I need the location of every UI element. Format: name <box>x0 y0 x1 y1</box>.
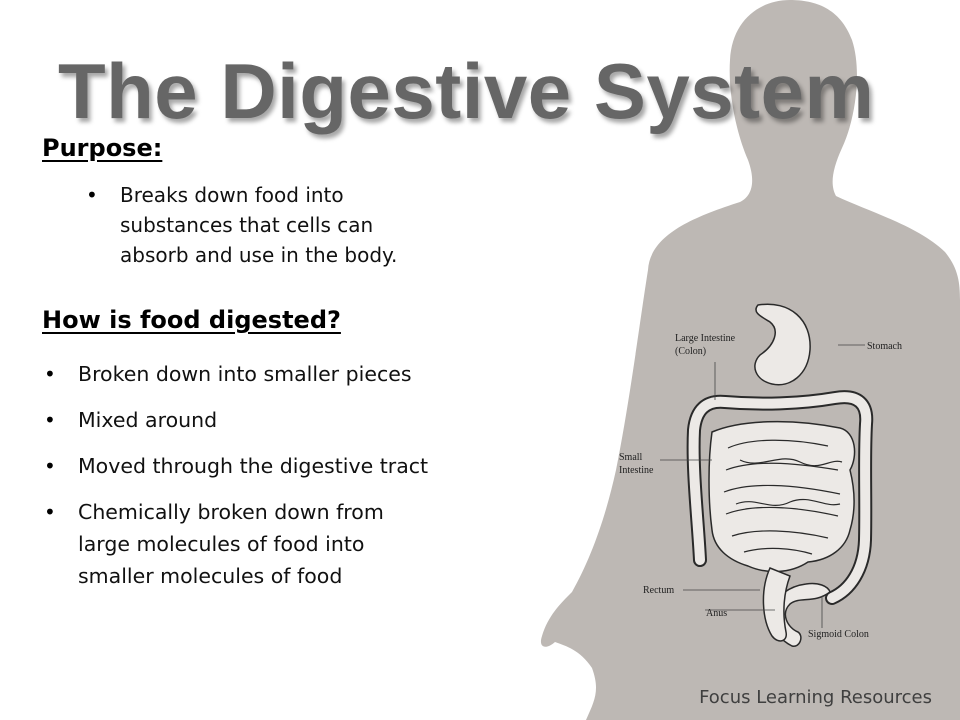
list-item: Chemically broken down from large molecu… <box>44 496 528 592</box>
label-anus: Anus <box>706 608 727 619</box>
how-digested-heading: How is food digested? <box>42 306 341 334</box>
diagram-leader-lines <box>660 344 865 628</box>
body-silhouette <box>540 0 960 720</box>
label-intestine: Intestine <box>619 465 654 476</box>
purpose-list: Breaks down food into substances that ce… <box>86 180 480 270</box>
label-colon: (Colon) <box>675 346 706 357</box>
label-rectum: Rectum <box>643 585 674 596</box>
purpose-heading: Purpose: <box>42 134 163 162</box>
list-item: Broken down into smaller pieces <box>44 358 528 390</box>
list-item: Mixed around <box>44 404 528 436</box>
large-intestine-inner <box>688 392 872 603</box>
list-item: Moved through the digestive tract <box>44 450 528 482</box>
small-intestine-shape <box>708 420 856 573</box>
small-intestine-folds <box>723 439 843 555</box>
rectum-shape <box>762 567 791 642</box>
slide-title: The Digestive System <box>58 47 875 135</box>
label-small: Small <box>619 452 643 463</box>
how-digested-list: Broken down into smaller pieces Mixed ar… <box>44 358 528 606</box>
stomach-shape <box>754 303 811 386</box>
list-item: Breaks down food into substances that ce… <box>86 180 480 270</box>
credit-watermark: Focus Learning Resources <box>699 687 932 708</box>
label-large-intestine: Large Intestine <box>675 333 736 344</box>
label-sigmoid-colon: Sigmoid Colon <box>808 629 869 640</box>
label-stomach: Stomach <box>867 341 902 352</box>
